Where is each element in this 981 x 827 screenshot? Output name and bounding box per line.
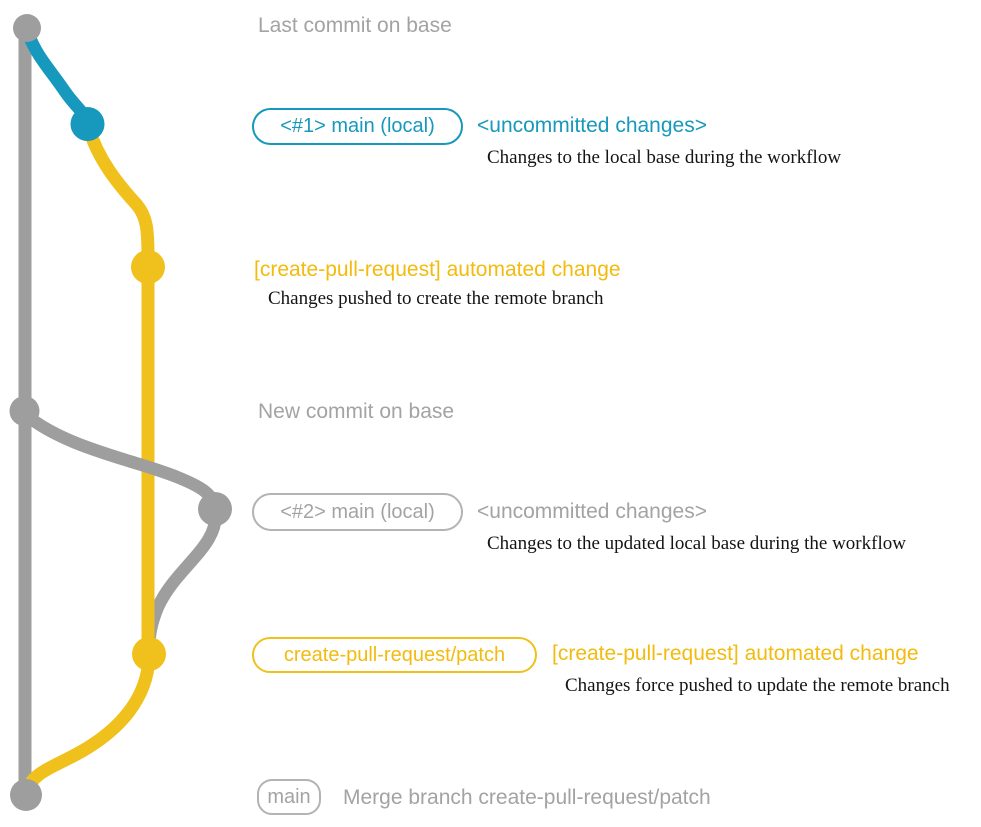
branch-label-main-local-2: <#2> main (local) xyxy=(252,493,463,531)
commit-dot-new-base xyxy=(9,396,40,426)
description-row4: Changes force pushed to update the remot… xyxy=(565,675,950,696)
commit-message-automated-2: [create-pull-request] automated change xyxy=(552,642,919,665)
commit-dot-last-base xyxy=(13,14,41,42)
commit-dot-merge xyxy=(10,779,42,811)
new-commit-annotation: New commit on base xyxy=(258,400,455,423)
branch-label-main-local-1: <#1> main (local) xyxy=(252,108,463,145)
last-commit-annotation: Last commit on base xyxy=(258,14,452,37)
commit-dot-uncommitted-2 xyxy=(198,492,232,526)
branch-label-main: main xyxy=(257,779,321,815)
description-row3: Changes to the updated local base during… xyxy=(487,533,906,554)
patch-merge-curve xyxy=(19,651,156,799)
description-row1: Changes to the local base during the wor… xyxy=(487,147,842,168)
merge-commit-annotation: Merge branch create-pull-request/patch xyxy=(343,786,711,809)
uncommitted-changes-status-2: <uncommitted changes> xyxy=(477,500,707,523)
local-main-branch-line-2a xyxy=(18,407,222,514)
description-row2: Changes pushed to create the remote bran… xyxy=(268,288,604,309)
local-main-branch-line-2b xyxy=(142,503,222,660)
commit-message-automated-1: [create-pull-request] automated change xyxy=(254,258,621,281)
patch-branch-curve-top xyxy=(81,119,155,265)
commit-dot-automated-change-2 xyxy=(132,637,166,671)
git-graph xyxy=(9,14,232,811)
commit-dot-automated-change-1 xyxy=(131,250,165,284)
commit-dot-uncommitted-1 xyxy=(70,107,105,141)
uncommitted-changes-status-1: <uncommitted changes> xyxy=(477,114,707,137)
branch-label-create-pull-request-patch: create-pull-request/patch xyxy=(252,637,537,673)
